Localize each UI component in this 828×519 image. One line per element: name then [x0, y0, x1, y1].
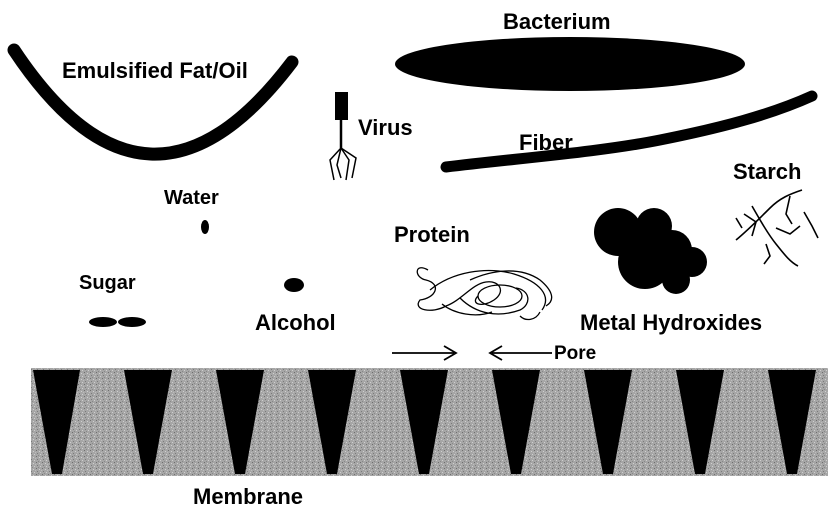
bacterium-shape: [395, 37, 745, 91]
protein-coil: [417, 268, 551, 320]
membrane: [31, 368, 828, 476]
pore-arrows: [392, 346, 552, 360]
starch-strands: [736, 190, 818, 266]
fiber-strand: [446, 96, 812, 167]
pore-label: Pore: [554, 344, 596, 363]
metal-hydroxides-label: Metal Hydroxides: [580, 312, 762, 334]
sugar-molecule: [89, 317, 146, 327]
emulsified-fat-oil-label: Emulsified Fat/Oil: [62, 60, 248, 82]
water-molecule: [201, 220, 209, 234]
alcohol-molecule: [284, 278, 304, 292]
bacterium-label: Bacterium: [503, 11, 611, 33]
fiber-label: Fiber: [519, 132, 573, 154]
virus-label: Virus: [358, 117, 413, 139]
membrane-label: Membrane: [193, 486, 303, 508]
water-label: Water: [164, 188, 219, 208]
starch-label: Starch: [733, 161, 801, 183]
sugar-label: Sugar: [79, 273, 136, 293]
alcohol-label: Alcohol: [255, 312, 336, 334]
virus-shape: [330, 92, 356, 180]
metal-hydroxide-cluster: [594, 208, 707, 294]
protein-label: Protein: [394, 224, 470, 246]
